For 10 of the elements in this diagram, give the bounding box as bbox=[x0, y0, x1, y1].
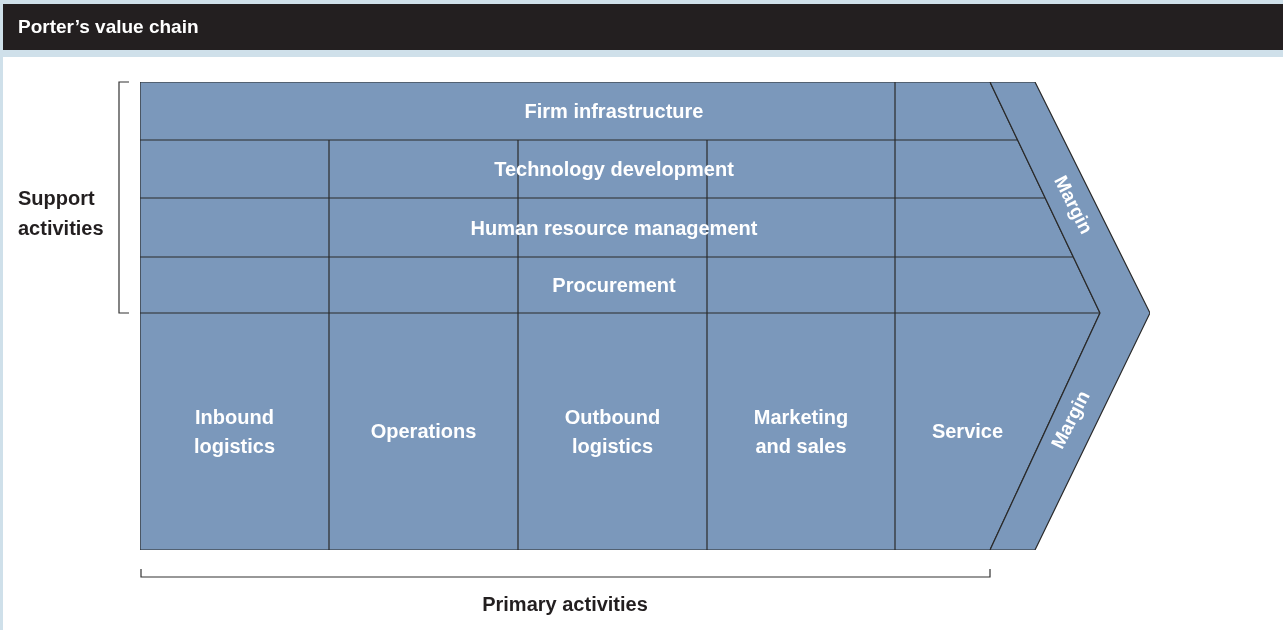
column-label: Inbound logistics bbox=[192, 404, 277, 459]
column-label: Marketing and sales bbox=[752, 404, 850, 459]
column-label: Operations bbox=[370, 419, 477, 444]
group-label: Support activities bbox=[18, 186, 105, 241]
band-label: Procurement bbox=[552, 273, 676, 298]
band-label: Firm infrastructure bbox=[524, 99, 704, 124]
column-label: Service bbox=[931, 419, 1004, 444]
group-label: Primary activities bbox=[482, 592, 648, 617]
title-bar: Porter’s value chain bbox=[3, 4, 1283, 50]
column-label: Outbound logistics bbox=[563, 404, 662, 459]
